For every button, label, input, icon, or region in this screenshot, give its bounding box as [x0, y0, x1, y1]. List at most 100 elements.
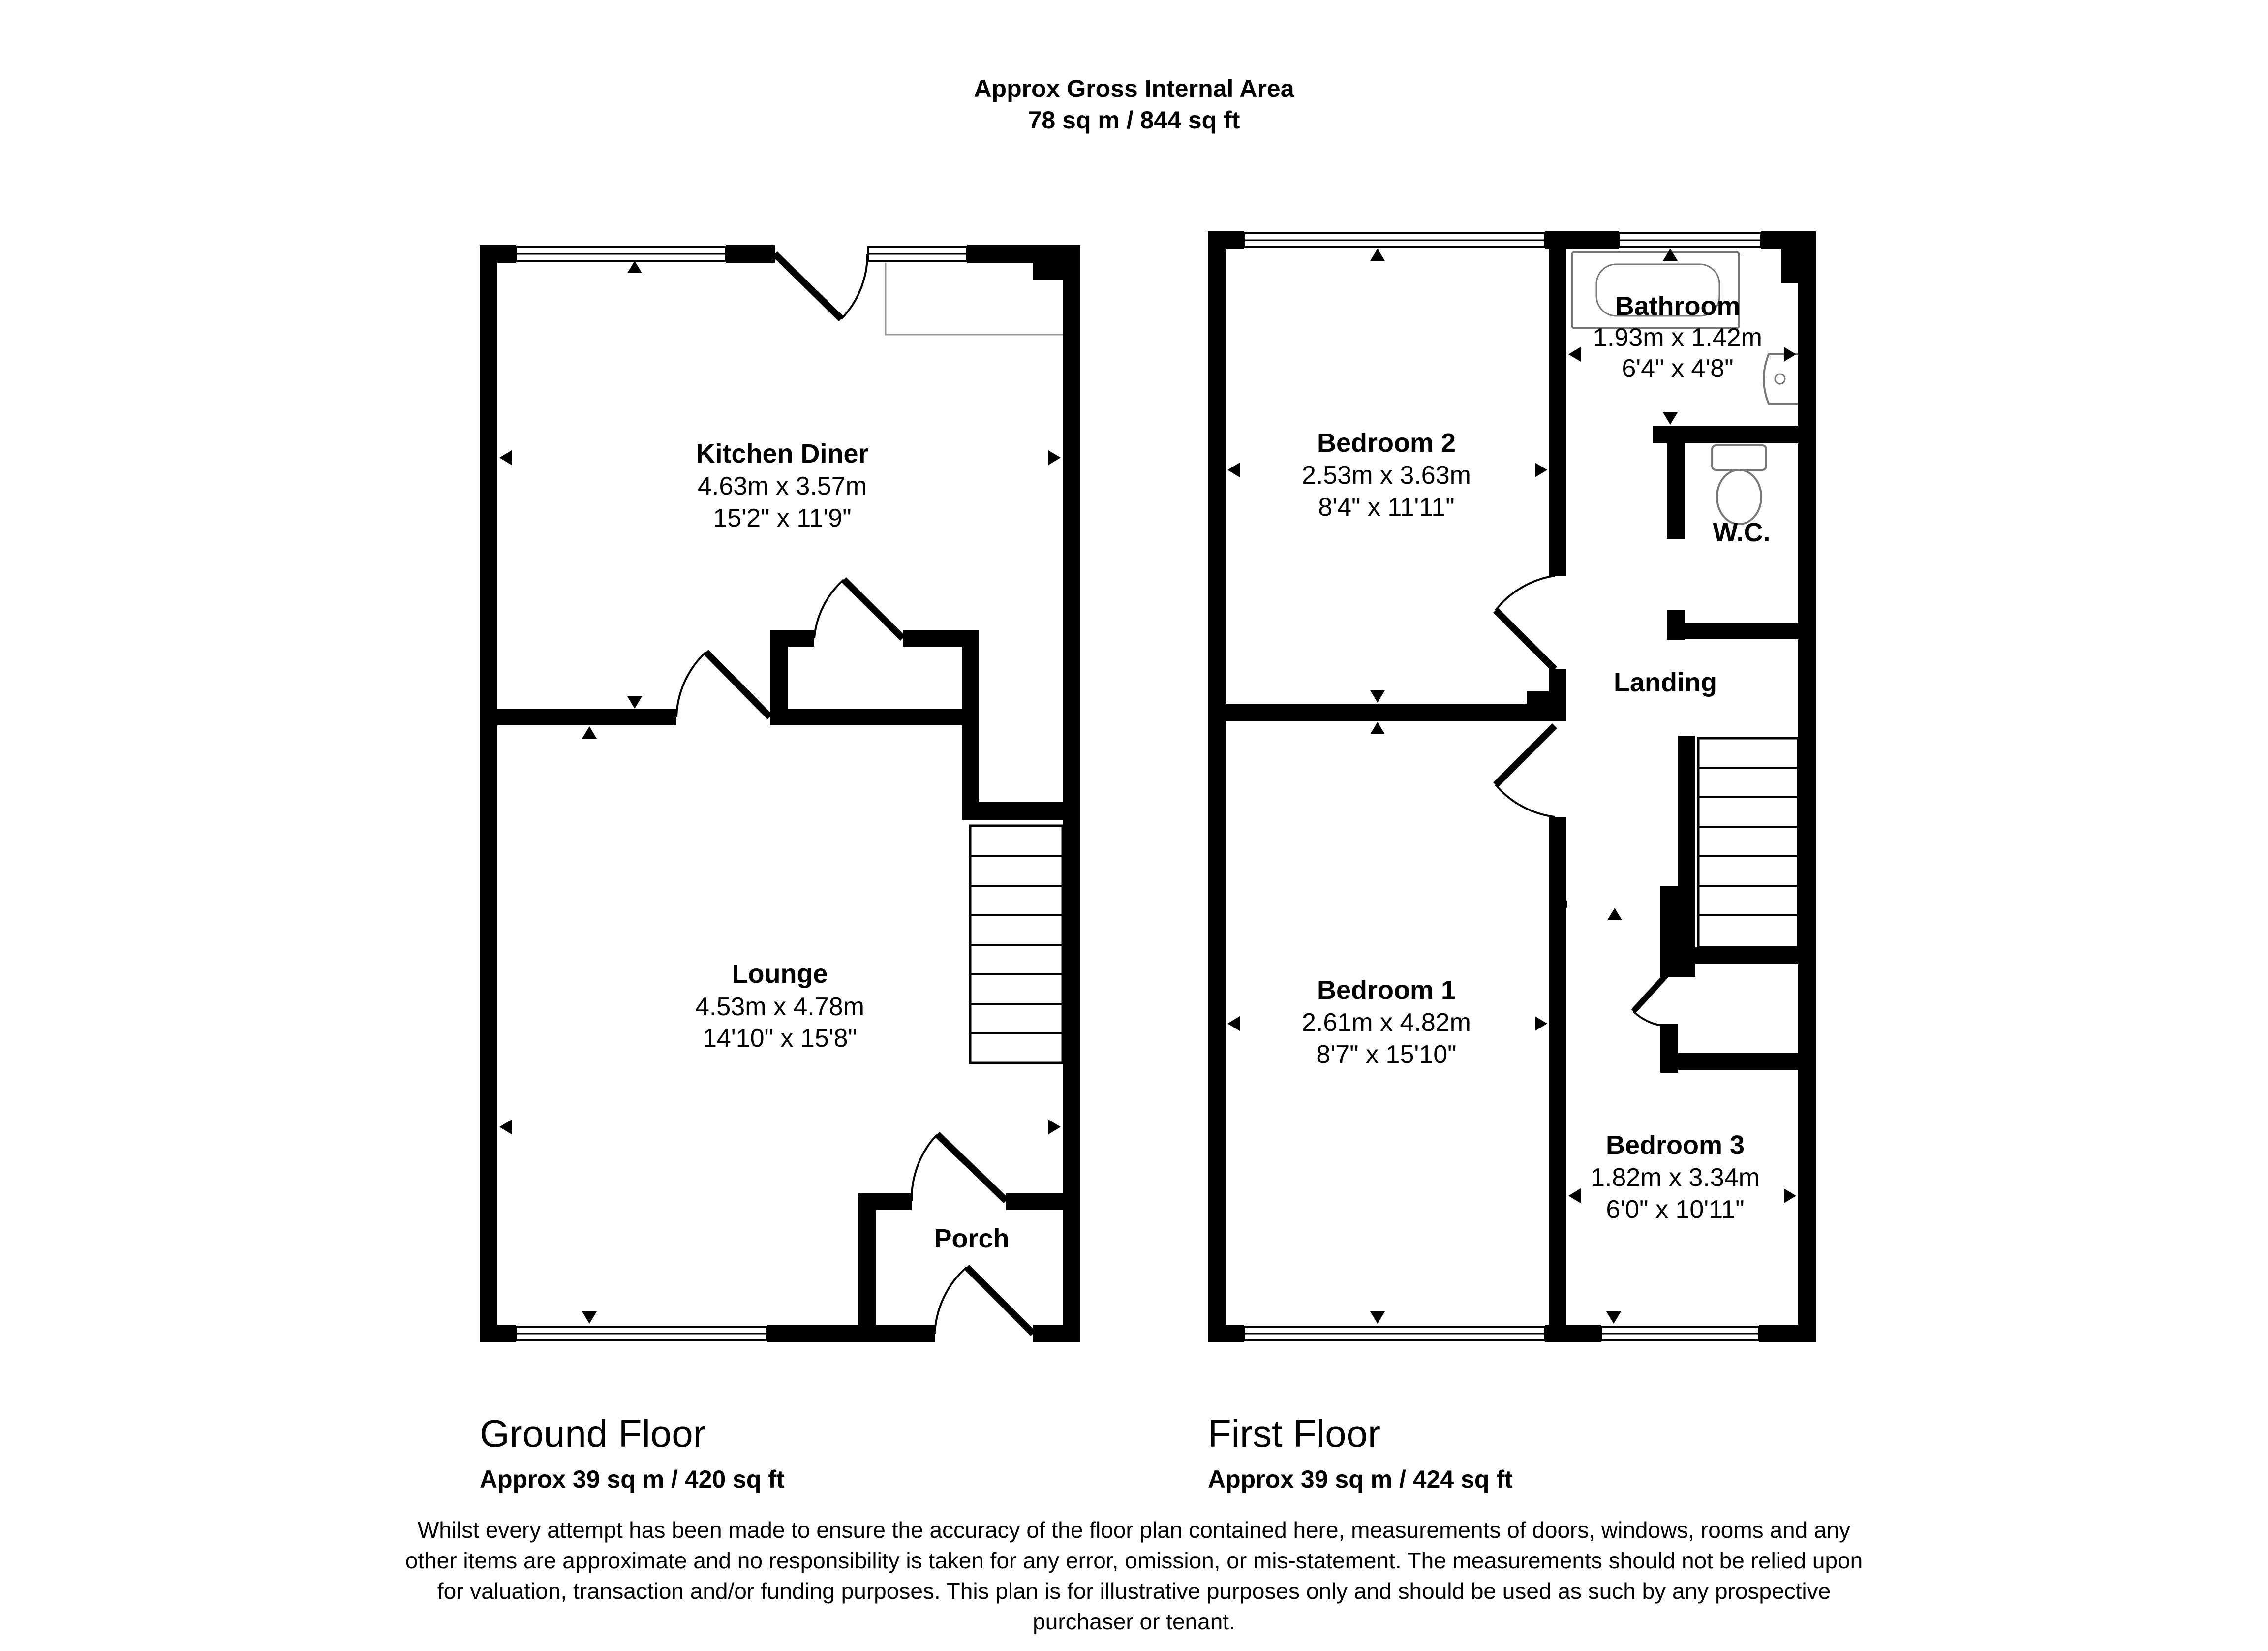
kitchen-diner-name: Kitchen Diner	[696, 439, 868, 468]
door	[1493, 723, 1557, 787]
dimension-arrow	[1607, 908, 1622, 920]
dimension-arrow	[499, 1120, 512, 1134]
first-floor-dimension-markers	[1227, 249, 1796, 1324]
ground-floor-name: Ground Floor	[480, 1412, 706, 1455]
door-swing	[934, 1266, 968, 1334]
bedroom1-metric: 2.61m x 4.82m	[1302, 1008, 1471, 1037]
wall	[1667, 426, 1685, 539]
wall	[480, 245, 516, 263]
wall	[1798, 231, 1816, 1342]
wall	[858, 1193, 876, 1342]
wall	[1678, 947, 1816, 964]
ground-floor-label: Ground Floor Approx 39 sq m / 420 sq ft	[480, 1411, 785, 1495]
wall	[480, 245, 497, 1342]
staircase	[1697, 737, 1800, 949]
door-swing	[910, 1133, 938, 1201]
stair-treads	[1698, 767, 1798, 916]
door	[1493, 608, 1557, 672]
basin	[1763, 353, 1798, 405]
bathroom-metric: 1.93m x 1.42m	[1593, 323, 1762, 352]
dimension-arrow	[1048, 1120, 1061, 1134]
wall	[480, 709, 676, 725]
ground-floor-room-labels: Kitchen Diner 4.63m x 3.57m 15'2" x 11'9…	[695, 439, 1010, 1253]
door	[1631, 969, 1672, 1014]
bathroom-imperial: 6'4" x 4'8"	[1622, 354, 1733, 383]
ground-floor-plan	[480, 245, 1080, 1342]
wall	[1033, 1325, 1080, 1342]
door	[772, 251, 844, 322]
first-floor-label: First Floor Approx 39 sq m / 424 sq ft	[1208, 1411, 1513, 1495]
wall	[1063, 245, 1080, 1342]
door	[935, 1131, 1009, 1204]
wall	[962, 630, 979, 817]
lounge-imperial: 14'10" x 15'8"	[703, 1024, 857, 1053]
kitchen-diner-metric: 4.63m x 3.57m	[698, 472, 867, 500]
dimension-arrow	[499, 450, 512, 465]
bedroom1-name: Bedroom 1	[1317, 975, 1456, 1005]
bedroom2-metric: 2.53m x 3.63m	[1302, 461, 1471, 490]
kitchen-worktop	[885, 263, 1063, 336]
lounge-name: Lounge	[732, 959, 828, 989]
first-floor-fixtures	[1243, 232, 1815, 1341]
ground-floor-area: Approx 39 sq m / 420 sq ft	[480, 1465, 785, 1493]
wall	[770, 709, 979, 725]
dimension-arrow	[1784, 347, 1796, 362]
wall	[1208, 231, 1244, 249]
dimension-arrow	[1568, 347, 1581, 362]
lounge-metric: 4.53m x 4.78m	[695, 993, 864, 1021]
toilet-cistern	[1711, 444, 1767, 471]
gross-area-value: 78 sq m / 844 sq ft	[1028, 106, 1240, 134]
wall	[1667, 623, 1816, 639]
door-swing	[1632, 1010, 1670, 1027]
door-swing	[1495, 784, 1555, 818]
wc-name: W.C.	[1713, 518, 1771, 547]
dimension-arrow	[1370, 1311, 1385, 1324]
wall	[726, 245, 775, 263]
first-floor-area: Approx 39 sq m / 424 sq ft	[1208, 1465, 1513, 1493]
wall	[1781, 231, 1816, 283]
dimension-arrow	[1568, 1188, 1581, 1203]
wall	[1660, 1053, 1816, 1070]
wall	[1549, 231, 1566, 576]
dimension-arrow	[627, 261, 642, 273]
dimension-arrow	[627, 696, 642, 709]
door-swing	[675, 651, 707, 717]
door-swing	[813, 579, 845, 639]
bedroom3-imperial: 6'0" x 10'11"	[1606, 1195, 1744, 1224]
dimension-arrow	[1663, 412, 1678, 425]
bedroom2-imperial: 8'4" x 11'11"	[1318, 493, 1454, 522]
wall	[858, 1193, 912, 1210]
door-swing	[1495, 575, 1555, 611]
gross-area-header: Approx Gross Internal Area 78 sq m / 844…	[0, 73, 2268, 136]
bedroom3-name: Bedroom 3	[1606, 1130, 1745, 1160]
wall	[767, 1325, 935, 1342]
wall	[770, 630, 814, 647]
bedroom2-name: Bedroom 2	[1317, 428, 1456, 458]
landing-name: Landing	[1614, 668, 1717, 697]
wall	[1549, 817, 1566, 1342]
dimension-arrow	[1535, 463, 1547, 477]
wall	[1033, 245, 1080, 280]
dimension-arrow	[1535, 1016, 1547, 1031]
dimension-arrow	[1370, 690, 1385, 703]
ground-floor-dimension-markers	[499, 261, 1061, 1324]
dimension-arrow	[1370, 249, 1385, 261]
dimension-arrow	[1370, 722, 1385, 734]
kitchen-diner-imperial: 15'2" x 11'9"	[713, 504, 851, 532]
door-swing	[840, 253, 869, 320]
dimension-arrow	[1606, 1311, 1621, 1324]
dimension-arrow	[1663, 249, 1678, 261]
wall	[1208, 1325, 1244, 1342]
first-floor-name: First Floor	[1208, 1412, 1380, 1455]
basin-drain	[1774, 373, 1786, 385]
dimension-arrow	[1784, 1188, 1796, 1203]
bedroom3-metric: 1.82m x 3.34m	[1591, 1163, 1760, 1192]
first-floor-room-labels: Bedroom 2 2.53m x 3.63m 8'4" x 11'11" Be…	[1302, 291, 1770, 1224]
bedroom1-imperial: 8'7" x 15'10"	[1316, 1040, 1456, 1069]
bathroom-name: Bathroom	[1615, 291, 1741, 321]
porch-name: Porch	[934, 1224, 1009, 1253]
wall	[962, 802, 1080, 820]
dimension-arrow	[1048, 450, 1061, 465]
dimension-arrow	[1227, 1016, 1240, 1031]
